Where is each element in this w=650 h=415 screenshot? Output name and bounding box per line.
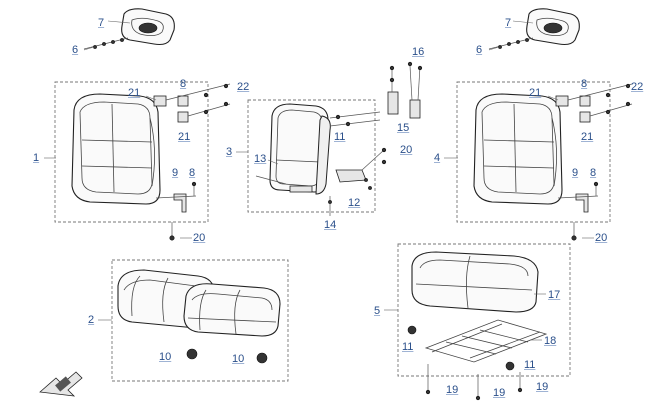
callout-2[interactable]: 2 — [88, 314, 95, 326]
callout-19-right[interactable]: 19 — [536, 381, 549, 393]
seat-back-right — [473, 93, 563, 205]
callout-12[interactable]: 12 — [348, 197, 361, 209]
callout-10-left[interactable]: 10 — [159, 351, 172, 363]
callout-21-left-top[interactable]: 21 — [128, 87, 141, 99]
callout-4[interactable]: 4 — [434, 152, 441, 164]
callout-8-left-bottom[interactable]: 8 — [189, 167, 196, 179]
callout-10-right[interactable]: 10 — [232, 353, 245, 365]
callout-6-left[interactable]: 6 — [72, 44, 79, 56]
callout-20-right[interactable]: 20 — [595, 232, 608, 244]
group-box-3 — [247, 99, 376, 213]
callout-16[interactable]: 16 — [412, 46, 425, 58]
callout-7-right[interactable]: 7 — [505, 17, 512, 29]
seat-cushion-single — [411, 251, 539, 313]
callout-22-right[interactable]: 22 — [631, 81, 644, 93]
callout-8-right-bottom[interactable]: 8 — [590, 167, 597, 179]
callout-17[interactable]: 17 — [548, 289, 561, 301]
callout-21-right-bottom[interactable]: 21 — [581, 131, 594, 143]
callout-20-center[interactable]: 20 — [400, 144, 413, 156]
headrest-right — [526, 8, 580, 46]
group-box-4 — [456, 81, 611, 223]
center-seat-back — [269, 103, 331, 195]
callout-7-left[interactable]: 7 — [98, 17, 105, 29]
callout-15[interactable]: 15 — [397, 122, 410, 134]
group-box-1 — [54, 81, 209, 223]
callout-3[interactable]: 3 — [226, 146, 233, 158]
callout-5[interactable]: 5 — [374, 305, 381, 317]
callout-20-left[interactable]: 20 — [193, 232, 206, 244]
seat-frame — [424, 319, 548, 363]
seat-back-left — [71, 93, 161, 205]
seat-cushion-double — [117, 269, 281, 337]
callout-13[interactable]: 13 — [254, 153, 267, 165]
group-box-2 — [111, 259, 289, 382]
callout-6-right[interactable]: 6 — [476, 44, 483, 56]
callout-21-left-bottom[interactable]: 21 — [178, 131, 191, 143]
callout-1[interactable]: 1 — [33, 152, 40, 164]
callout-14[interactable]: 14 — [324, 219, 337, 231]
callout-19-left[interactable]: 19 — [446, 384, 459, 396]
headrest-left — [121, 8, 175, 46]
callout-11-center[interactable]: 11 — [334, 131, 346, 143]
callout-19-center[interactable]: 19 — [493, 387, 506, 399]
callout-9-left[interactable]: 9 — [172, 167, 179, 179]
callout-11-frame-right[interactable]: 11 — [524, 359, 536, 371]
callout-18[interactable]: 18 — [544, 335, 557, 347]
callout-9-right[interactable]: 9 — [572, 167, 579, 179]
callout-22-left[interactable]: 22 — [237, 81, 250, 93]
front-arrow-icon — [39, 371, 83, 397]
callout-8-right-top[interactable]: 8 — [581, 78, 588, 90]
callout-8-left-top[interactable]: 8 — [180, 78, 187, 90]
callout-21-right-top[interactable]: 21 — [529, 87, 542, 99]
callout-11-frame-left[interactable]: 11 — [402, 341, 414, 353]
